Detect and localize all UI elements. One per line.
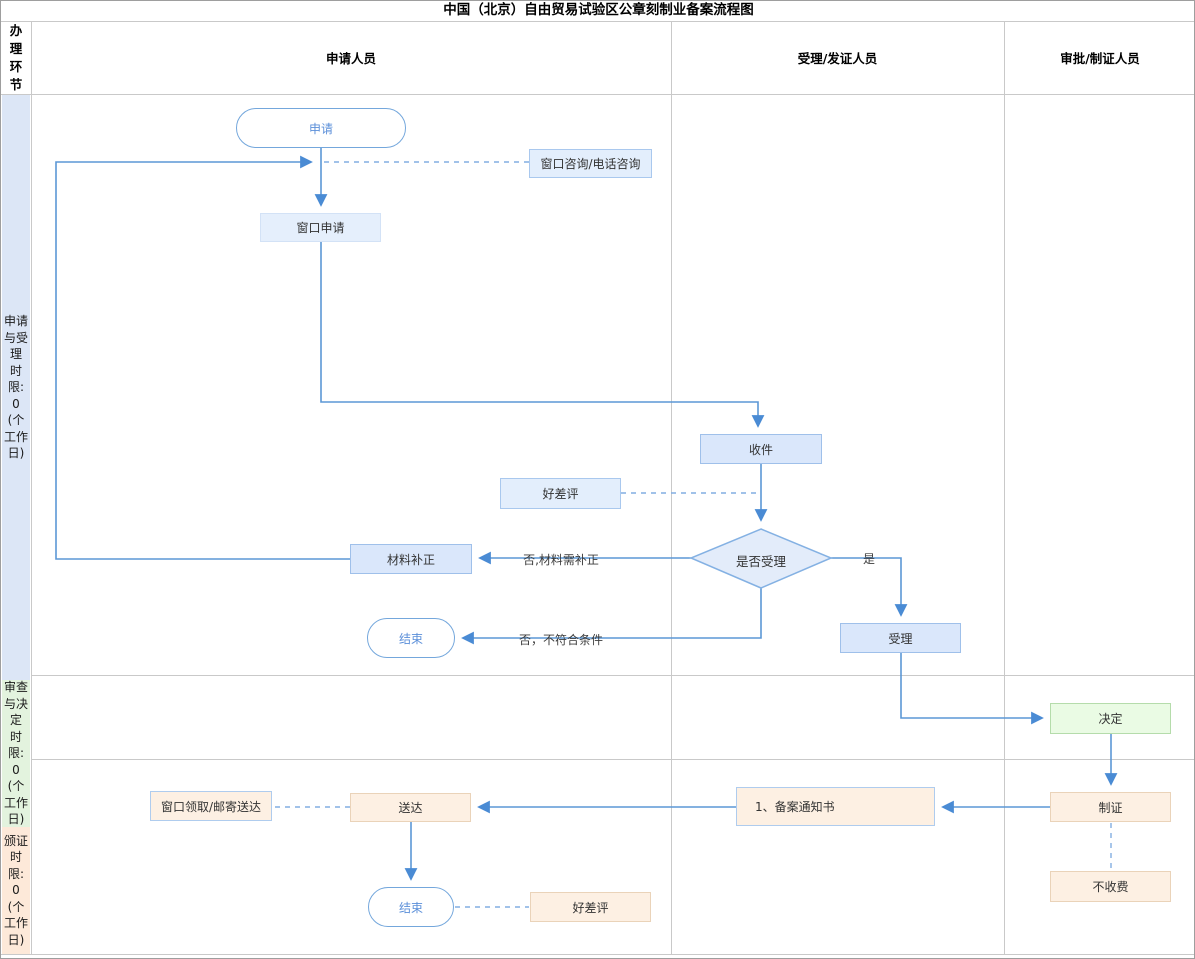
sidebar-row-certificate-limit: 颁证 时 限: 0 (个 工作 日) bbox=[2, 827, 30, 954]
edge-accept-to-decide bbox=[900, 653, 1044, 725]
node-decide: 决定 bbox=[1050, 703, 1171, 734]
page-title: 中国（北京）自由贸易试验区公章刻制业备案流程图 bbox=[443, 2, 754, 18]
edge-label-yes: 是 bbox=[862, 552, 875, 566]
grid-line-stage-column bbox=[31, 21, 32, 954]
node-material-correction: 材料补正 bbox=[350, 544, 472, 574]
node-record-notice: 1、备案通知书 bbox=[736, 787, 935, 826]
edge-window-apply-to-receive bbox=[320, 242, 765, 428]
sidebar-row-apply-accept-limit: 申请 与受 理 时 限: 0 (个 工作 日) bbox=[2, 95, 30, 680]
node-end-bottom: 结束 bbox=[368, 887, 454, 927]
grid-line-col1-col2 bbox=[671, 21, 672, 954]
edge-decision-to-end-top bbox=[461, 588, 762, 645]
node-make-certificate: 制证 bbox=[1050, 792, 1171, 822]
header-stage-column: 办 理 环 节 bbox=[9, 22, 23, 92]
grid-line-col2-col3 bbox=[1004, 21, 1005, 954]
grid-line-title-bottom bbox=[1, 21, 1194, 22]
node-decision-accept-label: 是否受理 bbox=[735, 554, 786, 569]
node-deliver: 送达 bbox=[350, 793, 471, 822]
grid-line-bottom bbox=[1, 954, 1194, 955]
node-accept: 受理 bbox=[840, 623, 961, 653]
node-window-pickup-mail: 窗口领取/邮寄送达 bbox=[150, 791, 272, 821]
node-end-top: 结束 bbox=[367, 618, 455, 658]
grid-line-header-bottom bbox=[1, 94, 1194, 95]
header-column-acceptance: 受理/发证人员 bbox=[797, 51, 878, 66]
grid-line-row2-row3 bbox=[31, 759, 1194, 760]
grid-line-row1-row2 bbox=[31, 675, 1194, 676]
node-no-fee: 不收费 bbox=[1050, 871, 1171, 902]
node-window-phone-consult: 窗口咨询/电话咨询 bbox=[529, 149, 652, 178]
edge-label-not-qualified: 否，不符合条件 bbox=[518, 633, 603, 647]
node-window-apply: 窗口申请 bbox=[260, 213, 381, 242]
node-service-rating-top: 好差评 bbox=[500, 478, 621, 509]
edge-label-need-correction: 否,材料需补正 bbox=[523, 553, 599, 567]
node-apply-start: 申请 bbox=[236, 108, 406, 148]
decision-diamond bbox=[689, 528, 833, 589]
edge-correction-loop bbox=[55, 155, 350, 560]
edge-decision-to-accept bbox=[831, 557, 908, 617]
sidebar-row-review-decide-limit: 审查 与决 定 时 限: 0 (个 工作 日) bbox=[2, 680, 30, 827]
node-service-rating-bottom: 好差评 bbox=[530, 892, 651, 922]
header-column-applicant: 申请人员 bbox=[325, 51, 376, 66]
node-receive-documents: 收件 bbox=[700, 434, 822, 464]
header-column-approval: 审批/制证人员 bbox=[1060, 51, 1140, 66]
